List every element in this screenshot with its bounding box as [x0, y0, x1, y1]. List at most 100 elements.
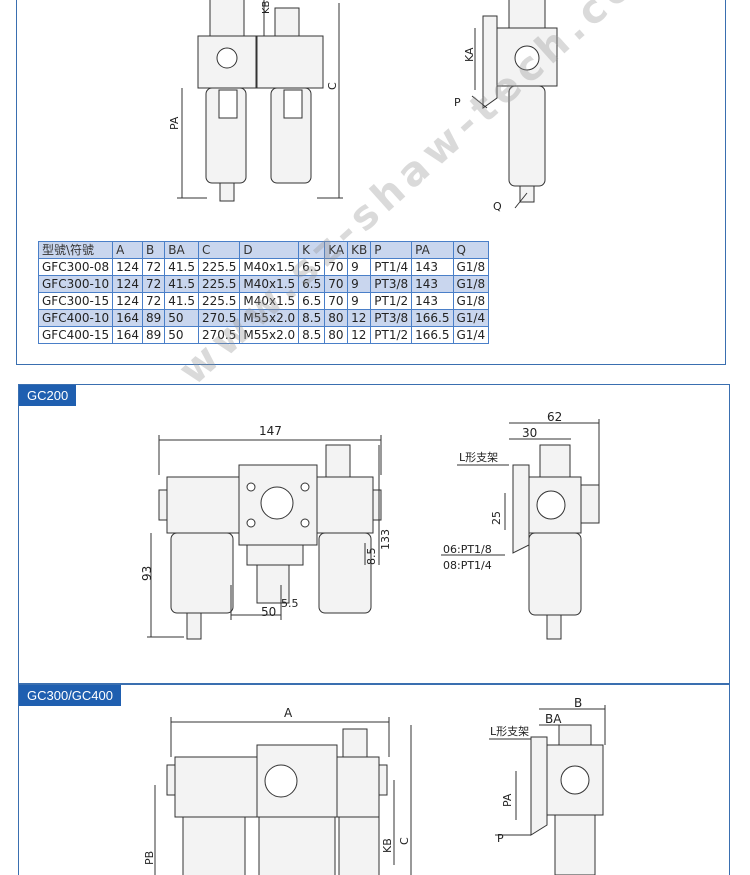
gc200-dim-55: 5.5: [281, 597, 299, 610]
cell: PT1/2: [370, 326, 413, 344]
header-cell: 型號\符號: [37, 241, 114, 259]
cell: 70: [324, 292, 349, 310]
cell: G1/4: [452, 326, 490, 344]
cell: 41.5: [164, 292, 199, 310]
header-cell: PA: [411, 241, 454, 259]
cell: 166.5: [411, 326, 454, 344]
header-cell: KB: [347, 241, 372, 259]
gc200-bracket-label: L形支架: [459, 451, 498, 464]
gc200-panel: GC200: [18, 384, 730, 684]
dim-pa-label: PA: [168, 116, 181, 130]
cell: 270.5: [197, 309, 241, 327]
header-cell: BA: [164, 241, 199, 259]
cell: 12: [347, 326, 372, 344]
gc300-side-bracket: [530, 736, 548, 836]
cell: 143: [411, 275, 454, 293]
spec-table-header: 型號\符號 A B BA C D K KA KB P PA Q: [37, 241, 490, 259]
header-cell: P: [370, 241, 413, 259]
cell: 12: [347, 309, 372, 327]
cell: 225.5: [197, 275, 241, 293]
header-cell: B: [141, 241, 166, 259]
cell: GFC300-08: [37, 258, 114, 276]
gc200-dim-147: 147: [259, 424, 282, 438]
gc200-filter-body: [166, 476, 240, 534]
gc300-dim-a: A: [284, 706, 293, 720]
dim-q-label: Q: [493, 200, 502, 213]
header-cell: C: [197, 241, 241, 259]
gc300-dim-pb: PB: [143, 851, 156, 865]
top-drawing: PA C KB KA P Q: [168, 0, 558, 213]
gc200-drawing: 147 93 8.5 133 5.5 50 62 30 L形支架 25 06:P…: [140, 410, 600, 640]
cell: G1/4: [452, 309, 490, 327]
cell: 41.5: [164, 275, 199, 293]
dim-ka-label: KA: [463, 47, 476, 62]
cell: 124: [112, 258, 143, 276]
cell: 72: [141, 275, 166, 293]
cell: 9: [347, 275, 372, 293]
header-cell: A: [112, 241, 143, 259]
gc300-dim-pa: PA: [501, 793, 514, 807]
gc200-port-08: 08:PT1/4: [443, 559, 492, 572]
cell: 124: [112, 275, 143, 293]
gc200-dim-62: 62: [547, 410, 562, 424]
header-cell: K: [298, 241, 326, 259]
gc200-side-knob: [539, 444, 571, 478]
cell: 9: [347, 292, 372, 310]
gc200-lubricator-bowl: [318, 532, 372, 614]
gc200-dim-93: 93: [140, 566, 154, 581]
gc200-drain: [186, 612, 202, 640]
cell: 89: [141, 326, 166, 344]
cell: 70: [324, 258, 349, 276]
gc300-tag: GC300/GC400: [19, 685, 121, 706]
side-knob: [508, 0, 546, 29]
gc300-gauge: [264, 764, 298, 798]
gc300-bracket-label: L形支架: [490, 725, 529, 738]
cell: 164: [112, 326, 143, 344]
cell: 6.5: [298, 258, 326, 276]
gc300-filter-bowl: [182, 816, 246, 875]
cell: 143: [411, 292, 454, 310]
gc200-gauge: [260, 486, 294, 520]
cell: 6.5: [298, 292, 326, 310]
gc300-side-bowl: [554, 814, 596, 875]
cell: G1/8: [452, 292, 490, 310]
cell: 143: [411, 258, 454, 276]
dim-kb-label: KB: [261, 0, 272, 14]
gc200-dim-133: 133: [379, 529, 392, 550]
cell: 270.5: [197, 326, 241, 344]
dim-c-label: C: [326, 82, 339, 90]
gc200-side-bracket: [512, 464, 530, 554]
side-bracket: [482, 15, 498, 109]
cell: 80: [324, 326, 349, 344]
cell: GFC300-15: [37, 292, 114, 310]
gc300-side-knob: [558, 724, 592, 746]
gc200-port-06: 06:PT1/8: [443, 543, 492, 556]
cell: 124: [112, 292, 143, 310]
cell: 80: [324, 309, 349, 327]
cell: 8.5: [298, 326, 326, 344]
dim-p-label: P: [454, 96, 461, 109]
cell: G1/8: [452, 275, 490, 293]
gc200-dim-50: 50: [261, 605, 276, 619]
cell: 72: [141, 292, 166, 310]
cell: GFC400-15: [37, 326, 114, 344]
gc200-dim-30: 30: [522, 426, 537, 440]
cell: 6.5: [298, 275, 326, 293]
spec-table: 型號\符號 A B BA C D K KA KB P PA Q GFC300-0…: [37, 241, 490, 344]
cell: 89: [141, 309, 166, 327]
gc300-dim-c: C: [398, 837, 411, 845]
regulator-knob: [209, 0, 245, 37]
cell: 50: [164, 309, 199, 327]
gc200-filter-bowl: [170, 532, 234, 614]
gc300-panel: GC300/GC400 A PB KB C: [18, 684, 730, 875]
gc300-drawing: A PB KB C B BA L形支架 PA P: [143, 696, 606, 875]
cell: 50: [164, 326, 199, 344]
cell: 9: [347, 258, 372, 276]
gc200-dim-85: 8.5: [365, 548, 378, 566]
cell: PT1/2: [370, 292, 413, 310]
gc300-dim-kb: KB: [381, 838, 394, 853]
gc300-dim-ba: BA: [545, 712, 562, 726]
